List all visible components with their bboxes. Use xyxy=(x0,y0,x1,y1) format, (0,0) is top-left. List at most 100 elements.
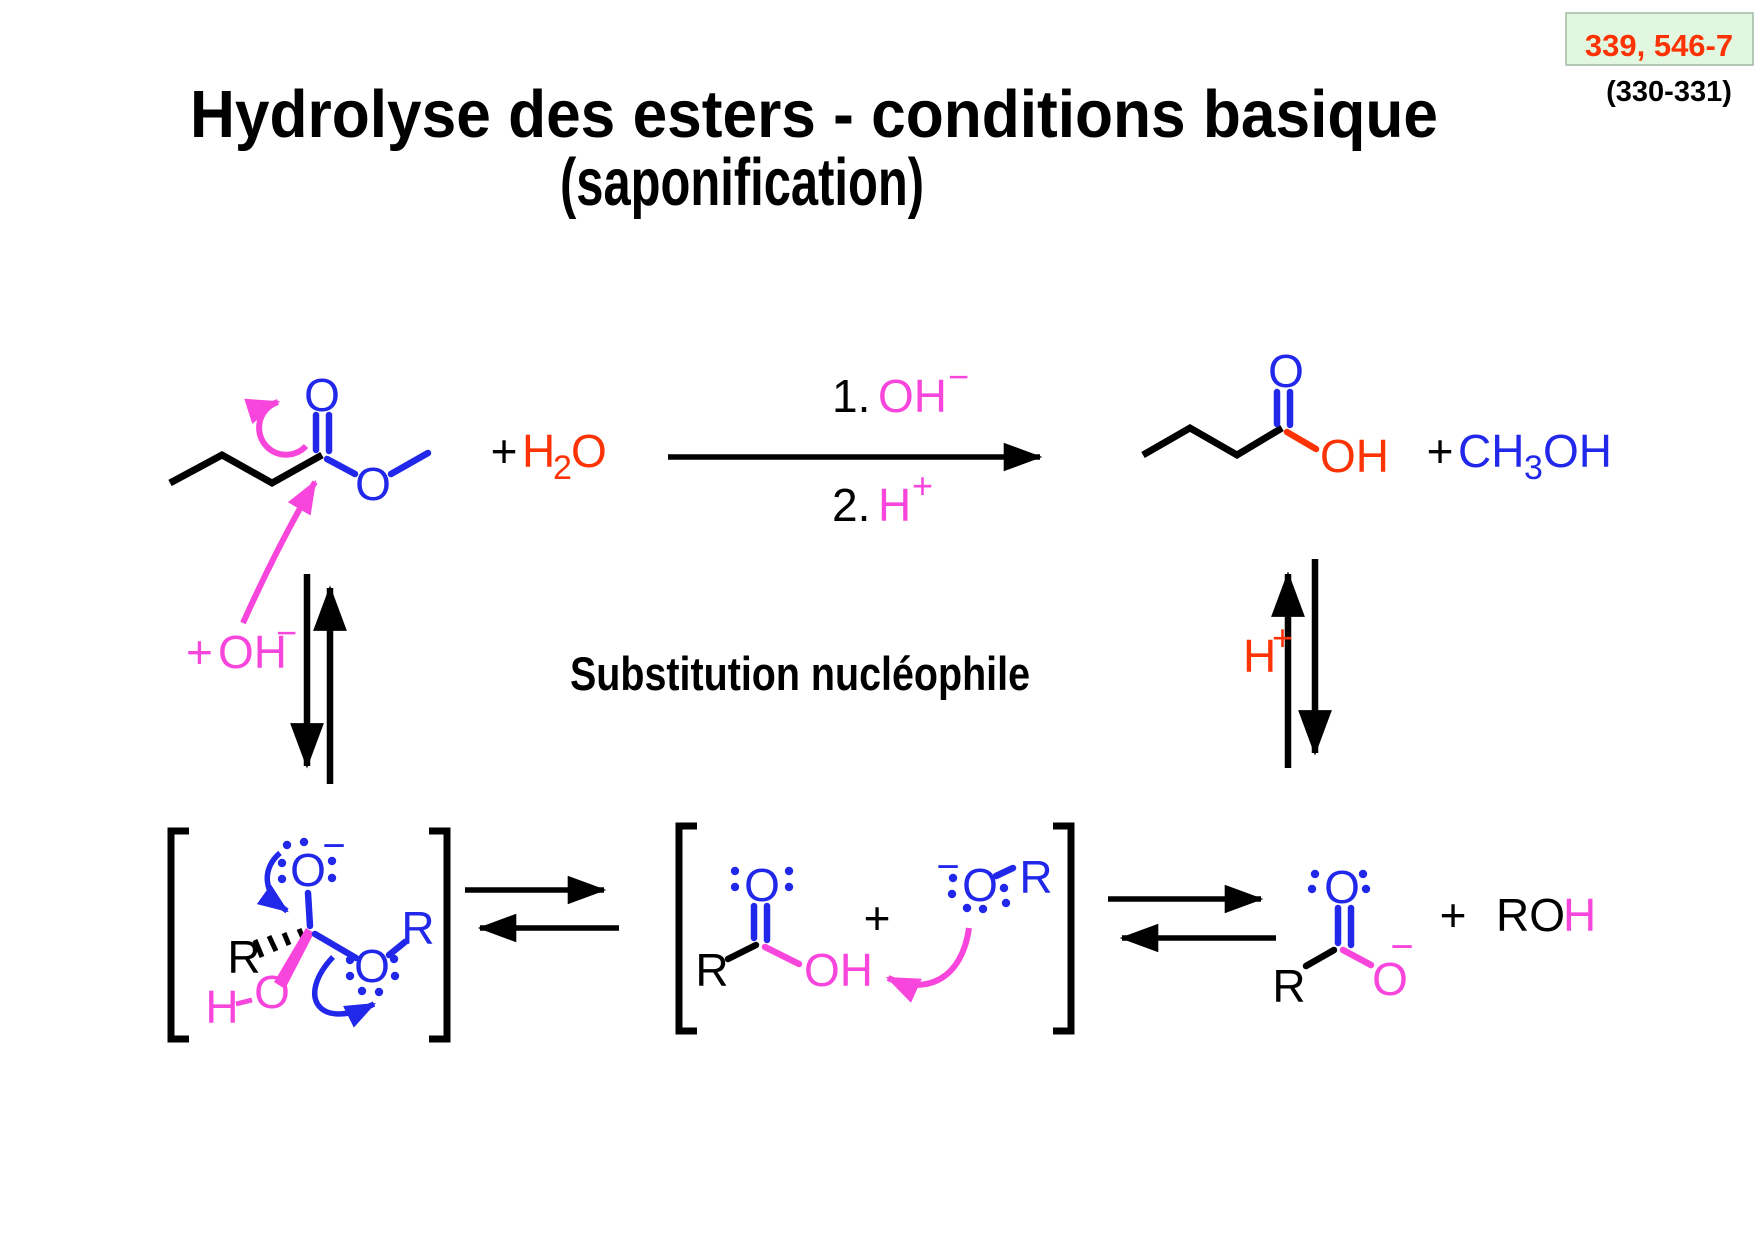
left-bracket xyxy=(675,822,697,1035)
water-o: O xyxy=(571,425,607,477)
plus-sign: + xyxy=(1427,425,1454,477)
c-o-ester-bond xyxy=(323,455,359,478)
lone-pair-dot xyxy=(962,903,972,913)
o-r-bond xyxy=(992,864,1017,880)
solid-wedge-bond xyxy=(274,928,314,989)
plus-sign: + xyxy=(186,626,213,678)
reference-box: 339, 546-7 (330-331) xyxy=(1565,12,1754,108)
condition-2-reagent: H xyxy=(878,479,911,531)
r-c-bond xyxy=(724,941,760,963)
lone-pair-dot xyxy=(299,837,309,847)
lone-pair-dot xyxy=(999,883,1009,893)
carboxylate-oxygen-label: O xyxy=(1372,953,1408,1005)
left-bracket xyxy=(167,827,189,1043)
lone-pair-dot xyxy=(978,904,988,914)
electron-push-curved-arrow xyxy=(244,398,309,458)
c-o-minus-bond xyxy=(1339,946,1375,969)
plus-sign: + xyxy=(491,425,518,477)
ester-oxygen-label: O xyxy=(355,458,391,510)
c-or-bond xyxy=(311,930,360,962)
proton-label: H xyxy=(1243,630,1276,682)
title-line-2: (saponification) xyxy=(560,145,924,220)
lone-pair-dot xyxy=(948,873,958,883)
alcohol-h-label: H xyxy=(1563,889,1596,941)
right-bracket xyxy=(429,827,451,1043)
lone-pair-dot xyxy=(947,889,957,899)
lone-pair-dot xyxy=(389,954,399,964)
acid-oh-label: OH xyxy=(1320,430,1389,482)
carbonyl-oxygen-label: O xyxy=(1268,345,1304,397)
r-group-label: R xyxy=(1272,960,1305,1012)
lone-pair-dot xyxy=(345,971,355,981)
leaving-group-curved-arrow xyxy=(312,955,376,1028)
hydroxide-attack-curved-arrow xyxy=(240,479,318,625)
mid-left-equilibrium xyxy=(465,875,619,943)
c-oh-bond xyxy=(761,943,803,968)
lone-pair-dot xyxy=(345,955,355,965)
c-oh-bond xyxy=(1283,428,1320,453)
lone-pair-dot xyxy=(327,856,337,866)
methyl-ester-substrate: O O xyxy=(168,369,432,625)
hydroxide-charge: − xyxy=(276,612,297,653)
collapse-species: R O OH + − O R xyxy=(675,822,1075,1035)
water-h: H xyxy=(522,425,555,477)
carbonyl-oxygen-label: O xyxy=(1324,861,1360,913)
alcohol-ro-label: RO xyxy=(1496,889,1565,941)
deprotonation-curved-arrow xyxy=(885,927,972,1003)
lone-pair-dot xyxy=(357,986,367,996)
ester-oxygen-label: O xyxy=(354,940,390,992)
reference-box-frame xyxy=(1565,12,1754,66)
left-equilibrium: + OH − xyxy=(186,574,347,784)
lone-pair-dot xyxy=(784,882,794,892)
condition-1-number: 1. xyxy=(832,370,870,422)
electron-collapse-curved-arrow xyxy=(256,850,289,914)
alkoxide-charge: − xyxy=(322,824,345,868)
carboxylate-charge: − xyxy=(1390,925,1413,969)
lone-pair-dot xyxy=(390,971,400,981)
lone-pair-dot xyxy=(730,866,740,876)
r-c-bond xyxy=(1302,946,1338,970)
hydroxyl-h-label: H xyxy=(205,981,238,1033)
condition-1-charge: − xyxy=(948,356,969,397)
lone-pair-dot xyxy=(1358,869,1368,879)
plus-alcohol: + RO H xyxy=(1440,889,1597,941)
lone-pair-dot xyxy=(1310,869,1320,879)
methanol-oh: OH xyxy=(1543,425,1612,477)
plus-water: + H 2 O xyxy=(491,425,607,487)
r-group-label: R xyxy=(695,944,728,996)
carboxylate-product: R O O − xyxy=(1272,861,1413,1012)
lone-pair-dot xyxy=(730,882,740,892)
r-group-label: R xyxy=(401,902,434,954)
right-equilibrium: H + xyxy=(1243,559,1332,768)
lone-pair-dot xyxy=(277,858,287,868)
lone-pair-dot xyxy=(374,987,384,997)
lone-pair-dot xyxy=(1361,884,1371,894)
alkoxide-oxygen-label: O xyxy=(290,844,326,896)
butanoic-acid-product: O OH xyxy=(1141,345,1389,482)
alkyl-chain-bond xyxy=(1141,423,1284,460)
hydroxyl-oxygen-label: O xyxy=(254,966,290,1018)
o-methyl-bond xyxy=(387,449,432,478)
mid-right-equilibrium xyxy=(1108,884,1276,953)
r-group-label: R xyxy=(1019,851,1052,903)
carbonyl-oxygen-label: O xyxy=(304,369,340,421)
proton-charge: + xyxy=(1272,617,1293,658)
c-o-minus-bond xyxy=(304,889,314,930)
alkyl-chain-bond xyxy=(168,451,324,488)
condition-1-reagent: OH xyxy=(878,370,947,422)
mechanism-label: Substitution nucléophile xyxy=(570,647,1030,700)
water-subscript: 2 xyxy=(553,449,572,487)
lone-pair-dot xyxy=(1307,884,1317,894)
lone-pair-dot xyxy=(1001,898,1011,908)
lone-pair-dot xyxy=(277,874,287,884)
title-line-1: Hydrolyse des esters - conditions basiqu… xyxy=(190,77,1438,152)
plus-methanol: + CH 3 OH xyxy=(1427,425,1612,487)
tetrahedral-intermediate: O − R O H O R xyxy=(167,824,451,1043)
methanol-subscript: 3 xyxy=(1524,449,1543,487)
slide-title: Hydrolyse des esters - conditions basiqu… xyxy=(190,77,1438,220)
alkoxide-charge: − xyxy=(936,845,959,889)
right-bracket xyxy=(1053,822,1075,1035)
hashed-wedge-bond xyxy=(252,927,306,958)
